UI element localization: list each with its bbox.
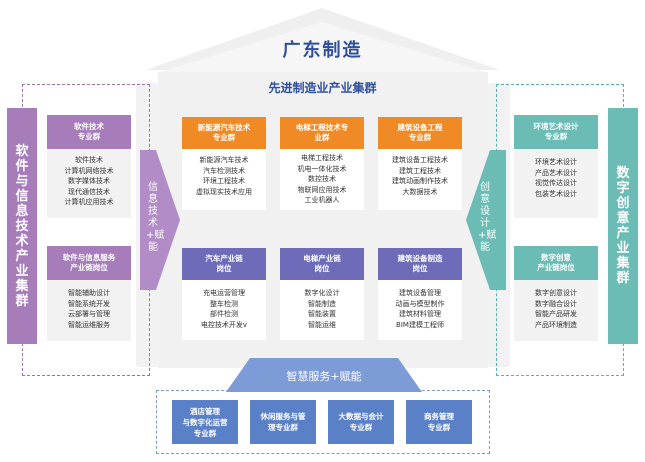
bottom-cluster-frame	[156, 390, 490, 454]
center-card-building: 建筑设备工程专业群 建筑设备工程技术建筑工程技术建筑动画制作技术大数据技术	[378, 117, 462, 210]
left-card-items: 软件技术计算机网络技术数字媒体技术现代通信技术计算机应用技术	[64, 156, 114, 206]
center-card-items: 新能源汽车技术汽车检测技术环境工程技术虚拟现实技术应用	[196, 156, 252, 196]
left-card-header: 软件与信息服务产业链岗位	[47, 246, 131, 280]
right-arrow-icon	[466, 150, 506, 290]
right-card-header: 数字创意产业链岗位	[514, 246, 598, 280]
right-card-items: 数字创意设计数字融合设计智能产品研发产品环境制造	[535, 289, 577, 329]
center-card-header: 建筑设备制造岗位	[378, 248, 462, 280]
bottom-arrow-label: 智慧服务+赋能	[286, 370, 362, 383]
left-arrow-icon	[140, 150, 180, 290]
left-cluster-band: 软件与信息技术产业集群	[7, 108, 37, 344]
bottom-card-business: 商务管理专业群	[406, 400, 472, 444]
center-card-items: 数字化设计智能制造智能装置智能运维	[304, 289, 340, 329]
right-arrow-label: 创意设计+赋能	[478, 182, 497, 253]
right-cluster-band: 数字创意产业集群	[608, 108, 638, 344]
center-card-header: 汽车产业链岗位	[182, 248, 266, 280]
bottom-card-bigdata: 大数据与会计专业群	[328, 400, 394, 444]
left-arrow-label: 信息技术+赋能	[146, 182, 165, 253]
center-card-header: 电梯产业链岗位	[280, 248, 364, 280]
left-card-items: 智能辅助设计智能系统开发云部署与管理智能运维服务	[68, 289, 110, 329]
right-card-env-art: 环境艺术设计专业群 环境艺术设计产品艺术设计视觉传达设计包装艺术设计	[514, 115, 598, 218]
bottom-card-leisure: 休闲服务与管理专业群	[250, 400, 316, 444]
bottom-card-hotel: 酒店管理与数字化运营专业群	[172, 400, 238, 444]
center-card-elevator-chain: 电梯产业链岗位 数字化设计智能制造智能装置智能运维	[280, 248, 364, 340]
center-card-header: 建筑设备工程专业群	[378, 117, 462, 149]
center-card-elevator: 电梯工程技术专业群 电梯工程技术机电一体化技术数控技术物联网应用技术工业机器人	[280, 117, 364, 210]
left-card-software: 软件技术专业群 软件技术计算机网络技术数字媒体技术现代通信技术计算机应用技术	[47, 115, 131, 218]
center-card-items: 电梯工程技术机电一体化技术数控技术物联网应用技术工业机器人	[297, 154, 347, 204]
center-card-auto: 新能源汽车技术专业群 新能源汽车技术汽车检测技术环境工程技术虚拟现实技术应用	[182, 117, 266, 210]
right-card-digital: 数字创意产业链岗位 数字创意设计数字融合设计智能产品研发产品环境制造	[514, 246, 598, 341]
center-card-items: 充电运营管理整车检测部件检测电控技术开发v	[200, 289, 248, 329]
right-card-header: 环境艺术设计专业群	[514, 115, 598, 149]
left-card-header: 软件技术专业群	[47, 115, 131, 149]
bottom-arrow-icon	[226, 358, 422, 392]
center-card-items: 建筑设备工程技术建筑工程技术建筑动画制作技术大数据技术	[392, 156, 448, 196]
main-title: 广东制造	[282, 40, 363, 61]
left-card-service: 软件与信息服务产业链岗位 智能辅助设计智能系统开发云部署与管理智能运维服务	[47, 246, 131, 341]
center-card-auto-chain: 汽车产业链岗位 充电运营管理整车检测部件检测电控技术开发v	[182, 248, 266, 340]
center-subtitle: 先进制造业产业集群	[268, 81, 377, 95]
right-card-items: 环境艺术设计产品艺术设计视觉传达设计包装艺术设计	[535, 158, 577, 198]
center-card-header: 电梯工程技术专业群	[280, 117, 364, 149]
center-card-header: 新能源汽车技术专业群	[182, 117, 266, 149]
